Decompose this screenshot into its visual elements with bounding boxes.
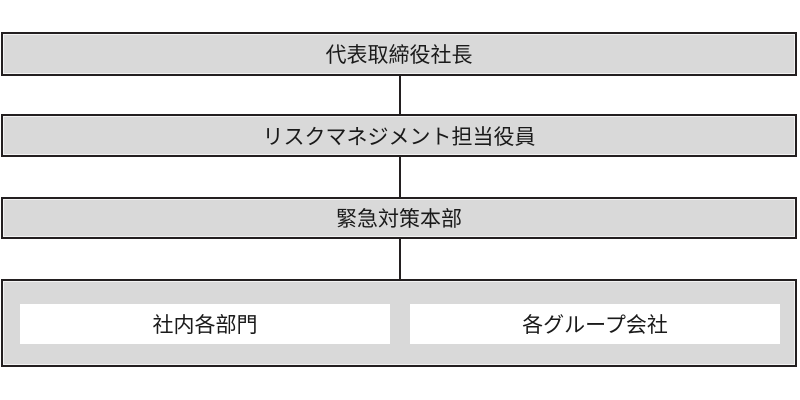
node-label: 代表取締役社長 bbox=[325, 43, 473, 67]
node-group-companies: 各グループ会社 bbox=[410, 304, 780, 344]
node-risk-officer: リスクマネジメント担当役員 bbox=[1, 114, 797, 157]
node-internal-departments: 社内各部門 bbox=[20, 304, 390, 344]
node-president: 代表取締役社長 bbox=[1, 32, 797, 76]
node-label: リスクマネジメント担当役員 bbox=[262, 124, 536, 149]
node-label: 社内各部門 bbox=[152, 313, 258, 337]
connector-line bbox=[399, 157, 401, 197]
connector-line bbox=[399, 239, 401, 279]
node-label: 各グループ会社 bbox=[522, 313, 668, 337]
node-emergency-hq: 緊急対策本部 bbox=[1, 197, 797, 239]
connector-line bbox=[399, 76, 401, 114]
node-label: 緊急対策本部 bbox=[336, 207, 462, 231]
